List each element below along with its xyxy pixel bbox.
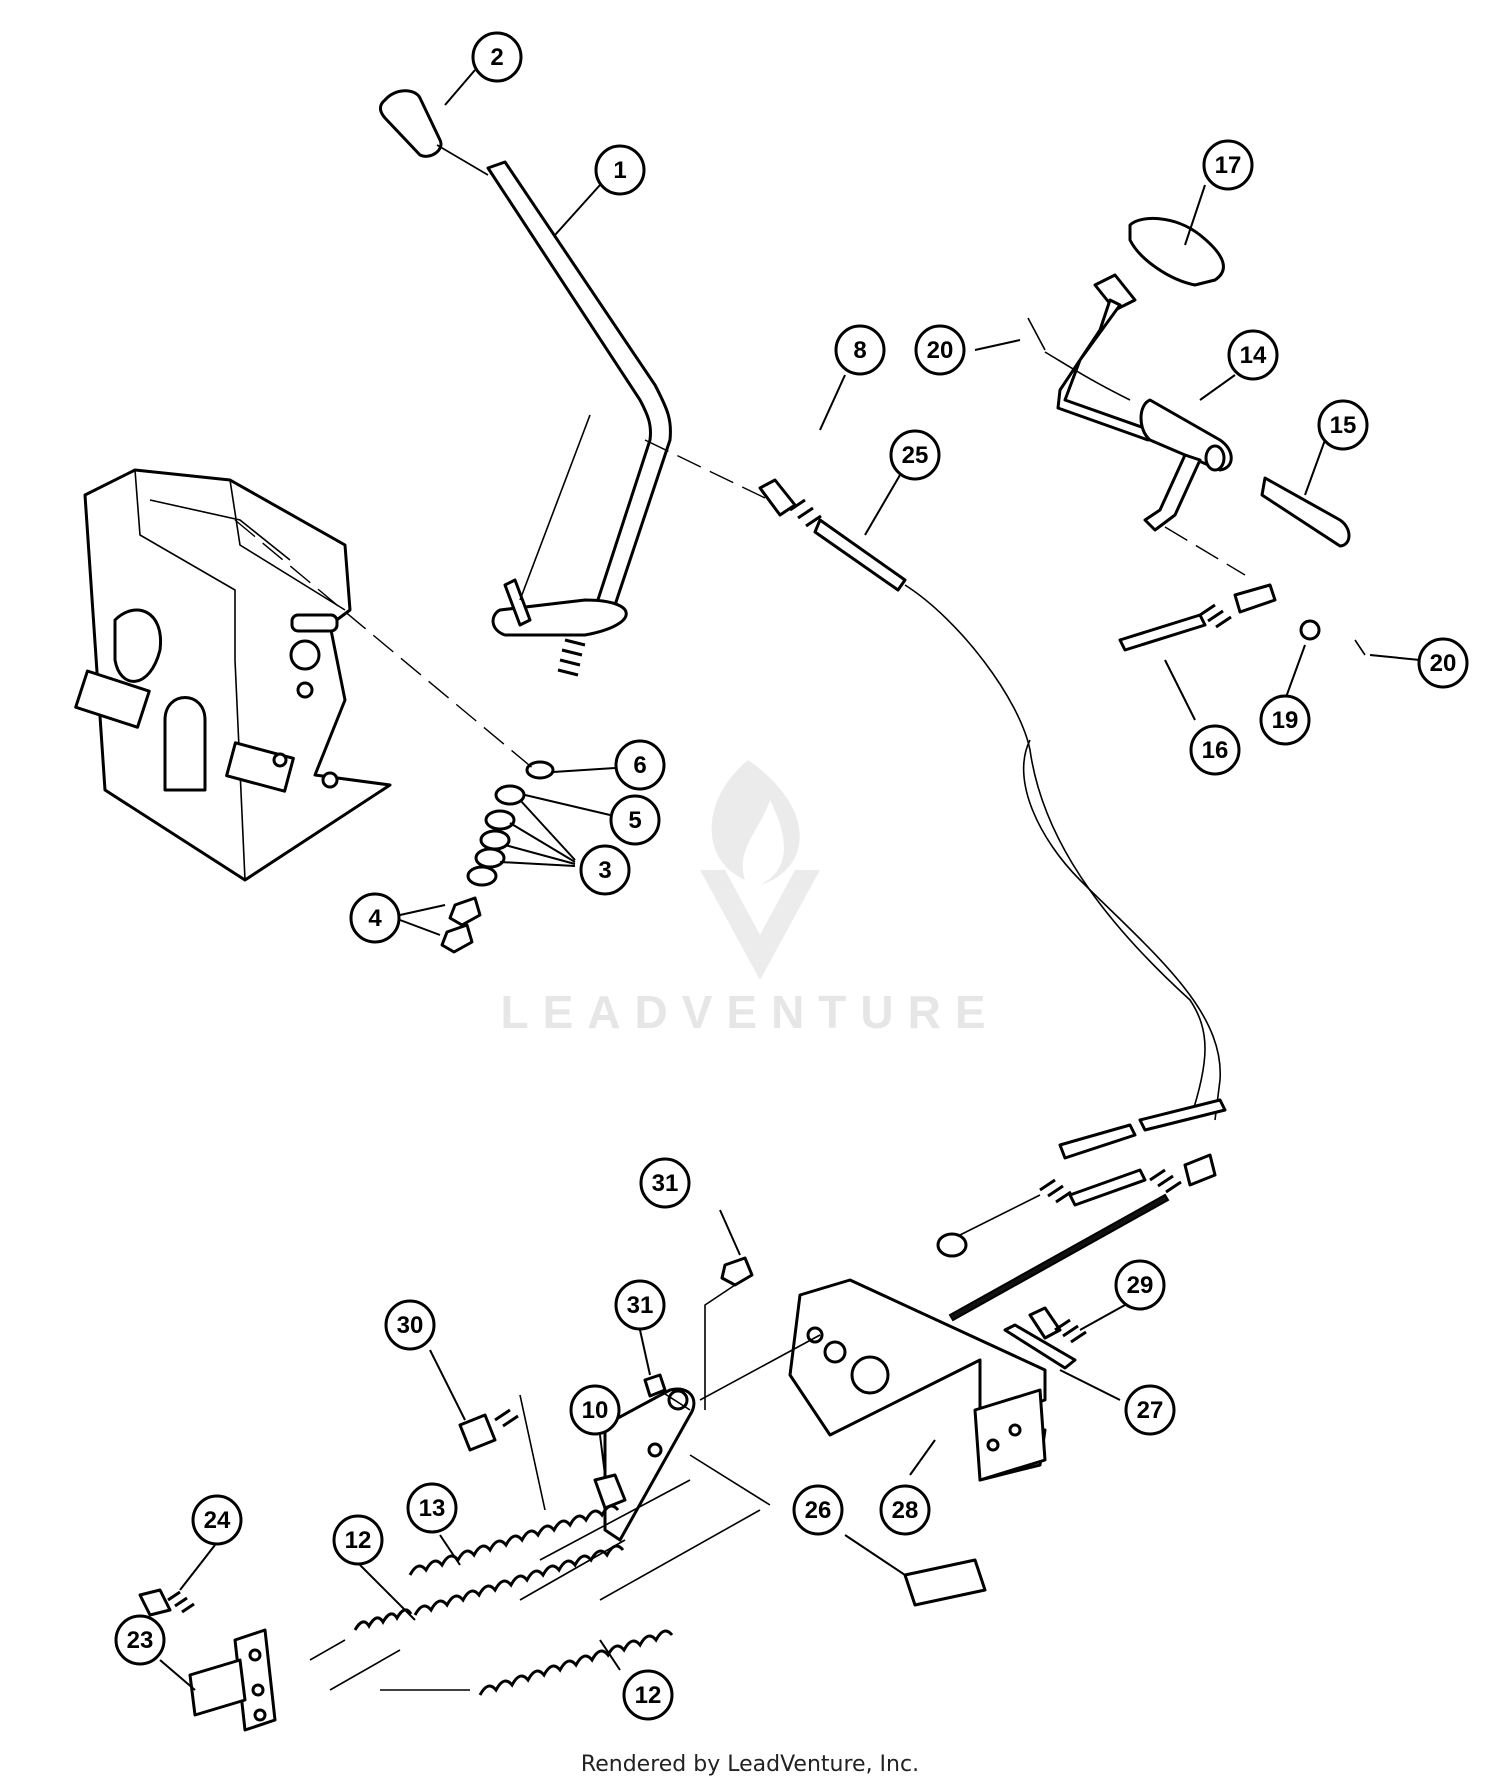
footer-credit: Rendered by LeadVenture, Inc. <box>580 1752 920 1777</box>
svg-text:12: 12 <box>635 1682 662 1709</box>
svg-text:10: 10 <box>582 1397 609 1424</box>
lift-bracket <box>788 1278 1087 1482</box>
callout-14: 14 <box>1227 329 1279 381</box>
callout-28: 28 <box>879 1484 931 1536</box>
lift-cable <box>644 439 1227 1322</box>
svg-text:26: 26 <box>805 1497 832 1524</box>
svg-text:25: 25 <box>902 442 929 469</box>
callout-8: 8 <box>834 324 886 376</box>
callout-27: 27 <box>1124 1384 1176 1436</box>
link-plate <box>593 1334 821 1542</box>
callout-15: 15 <box>1317 399 1369 451</box>
watermark-text: LEADVENTURE <box>500 986 1000 1038</box>
svg-text:13: 13 <box>419 1495 446 1522</box>
svg-text:12: 12 <box>345 1527 372 1554</box>
callout-12b: 12 <box>622 1669 674 1721</box>
svg-text:14: 14 <box>1240 342 1267 369</box>
callout-31a: 31 <box>639 1157 691 1209</box>
pad-26 <box>903 1558 987 1607</box>
callout-6: 6 <box>614 739 666 791</box>
nuts <box>643 1256 754 1411</box>
svg-text:30: 30 <box>397 1312 424 1339</box>
leader-lines <box>159 69 1421 1691</box>
callout-17: 17 <box>1202 139 1254 191</box>
svg-text:19: 19 <box>1272 707 1299 734</box>
lever-grip <box>379 89 489 176</box>
callout-24: 24 <box>191 1494 243 1546</box>
callout-10: 10 <box>569 1384 621 1436</box>
callout-12a: 12 <box>332 1514 384 1566</box>
svg-text:27: 27 <box>1137 1397 1164 1424</box>
spring-bracket <box>138 1588 277 1732</box>
dash-panel-frame <box>74 468 392 882</box>
svg-text:5: 5 <box>628 807 641 834</box>
svg-text:31: 31 <box>627 1292 654 1319</box>
callout-26: 26 <box>792 1484 844 1536</box>
svg-text:3: 3 <box>598 857 611 884</box>
callout-23: 23 <box>114 1614 166 1666</box>
svg-text:2: 2 <box>490 44 503 71</box>
svg-text:8: 8 <box>853 337 866 364</box>
svg-text:23: 23 <box>127 1627 154 1654</box>
lift-lever <box>486 160 672 677</box>
callout-20a: 20 <box>914 324 966 376</box>
callout-25: 25 <box>889 429 941 481</box>
callout-13: 13 <box>406 1482 458 1534</box>
callout-4: 4 <box>349 892 401 944</box>
springs <box>309 1479 761 1696</box>
svg-text:29: 29 <box>1127 1272 1154 1299</box>
svg-text:28: 28 <box>892 1497 919 1524</box>
svg-text:6: 6 <box>633 752 646 779</box>
callout-31b: 31 <box>614 1279 666 1331</box>
callout-1: 1 <box>594 144 646 196</box>
svg-text:20: 20 <box>1430 650 1457 677</box>
pedal-assembly <box>1027 216 1366 656</box>
svg-text:16: 16 <box>1202 737 1229 764</box>
callout-5: 5 <box>609 794 661 846</box>
callout-3: 3 <box>579 844 631 896</box>
svg-text:17: 17 <box>1215 152 1242 179</box>
svg-text:1: 1 <box>613 157 626 184</box>
watermark-logo <box>700 760 820 980</box>
svg-text:24: 24 <box>204 1507 231 1534</box>
washer-stack <box>234 519 555 954</box>
callout-16: 16 <box>1189 724 1241 776</box>
bolt-30 <box>458 1394 546 1511</box>
callout-29: 29 <box>1114 1259 1166 1311</box>
callout-19: 19 <box>1259 694 1311 746</box>
callout-30: 30 <box>384 1299 436 1351</box>
callout-20b: 20 <box>1417 637 1469 689</box>
svg-text:15: 15 <box>1330 412 1357 439</box>
svg-text:4: 4 <box>368 905 382 932</box>
svg-text:20: 20 <box>927 337 954 364</box>
callout-2: 2 <box>471 31 523 83</box>
svg-text:31: 31 <box>652 1170 679 1197</box>
